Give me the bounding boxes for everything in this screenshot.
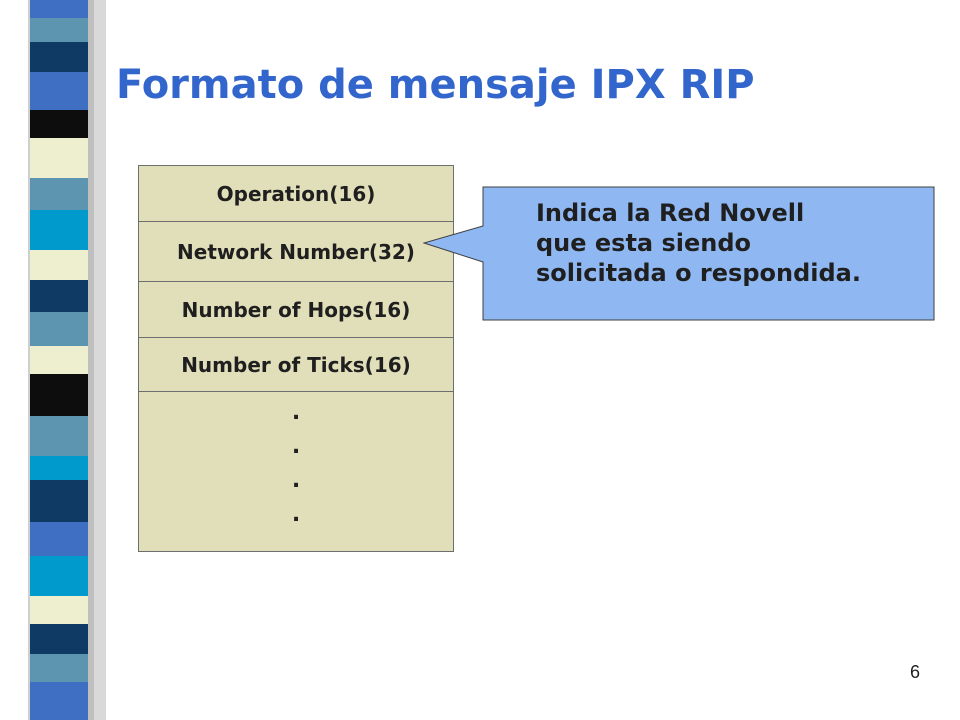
stripe-left-edge	[28, 0, 30, 720]
continuation-dots: . . . .	[139, 396, 453, 532]
stripe-block	[30, 178, 88, 210]
page-number: 6	[910, 662, 921, 682]
field-network-number: Network Number(32)	[139, 222, 453, 282]
field-number-of-ticks: Number of Ticks(16)	[139, 338, 453, 392]
continuation-dot: .	[291, 434, 301, 459]
stripe-block	[30, 110, 88, 138]
stripe-block	[30, 42, 88, 72]
decorative-stripe	[28, 0, 106, 720]
callout-text: Indica la Red Novell que esta siendo sol…	[536, 198, 926, 288]
stripe-block	[30, 624, 88, 654]
stripe-block	[30, 596, 88, 624]
callout-line: solicitada o respondida.	[536, 259, 861, 287]
stripe-block	[30, 416, 88, 456]
continuation-dot: .	[291, 502, 301, 527]
slide-title: Formato de mensaje IPX RIP	[116, 62, 755, 108]
stripe-block	[30, 312, 88, 346]
field-number-of-hops: Number of Hops(16)	[139, 282, 453, 338]
callout-line: Indica la Red Novell	[536, 199, 805, 227]
stripe-block	[30, 374, 88, 416]
stripe-block	[30, 556, 88, 596]
stripe-block	[30, 72, 88, 110]
stripe-block	[30, 18, 88, 42]
stripe-block	[30, 456, 88, 480]
stripe-block	[30, 522, 88, 556]
stripe-block	[30, 682, 88, 720]
stripe-block	[30, 480, 88, 522]
continuation-dot: .	[291, 468, 301, 493]
continuation-dot: .	[291, 400, 301, 425]
stripe-block	[30, 654, 88, 682]
stripe-block	[30, 210, 88, 250]
stripe-block	[30, 346, 88, 374]
stripe-block	[30, 280, 88, 312]
stripe-shadow-edge	[88, 0, 94, 720]
stripe-block	[30, 250, 88, 280]
callout-line: que esta siendo	[536, 229, 752, 257]
stripe-block	[30, 0, 88, 18]
stripe-block	[30, 138, 88, 178]
ipx-rip-packet-diagram: Operation(16) Network Number(32) Number …	[138, 165, 454, 552]
field-operation: Operation(16)	[139, 166, 453, 222]
